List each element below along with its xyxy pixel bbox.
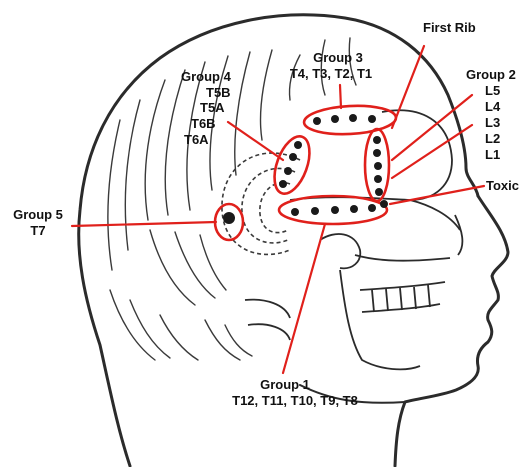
nasal-aperture xyxy=(455,215,462,255)
first-rib-label: First Rib xyxy=(423,21,476,35)
group3-dot-t2 xyxy=(349,114,357,122)
teeth-divider-5 xyxy=(428,285,430,307)
group1-dot-t9 xyxy=(350,205,358,213)
mandible-condyle xyxy=(320,234,360,268)
group3-title: Group 3 xyxy=(278,51,398,65)
group2-dot-l3 xyxy=(374,162,382,170)
hair-strokes xyxy=(108,38,356,360)
group3-dot-t4 xyxy=(313,117,321,125)
group1-dot-t10 xyxy=(331,206,339,214)
group4-dot-t5a xyxy=(289,153,297,161)
group1-dot-t8 xyxy=(368,204,376,212)
group4-t5b: T5B xyxy=(206,86,231,100)
teeth-divider-4 xyxy=(414,287,416,309)
group3-dot-t3 xyxy=(331,115,339,123)
group3-leader xyxy=(340,85,341,108)
upper-teeth-line xyxy=(360,282,445,290)
skull-features xyxy=(245,110,462,369)
group1-dot-t11 xyxy=(311,207,319,215)
group5-item: T7 xyxy=(4,224,72,238)
group2-l2: L2 xyxy=(485,132,500,146)
group4-t5a: T5A xyxy=(200,101,225,115)
group-outlines xyxy=(215,104,397,240)
group4-t6a: T6A xyxy=(184,133,209,147)
group2-title: Group 2 xyxy=(466,68,516,82)
maxilla-line xyxy=(355,255,450,261)
group2-dot-l5 xyxy=(373,136,381,144)
group2-l5: L5 xyxy=(485,84,500,98)
teeth-divider-1 xyxy=(372,290,374,312)
group1-items: T12, T11, T10, T9, T8 xyxy=(200,394,390,408)
group5-title: Group 5 xyxy=(4,208,72,222)
group2-dot-l1 xyxy=(375,188,383,196)
group2-dot-l4 xyxy=(373,149,381,157)
group4-title: Group 4 xyxy=(181,70,231,84)
group5-dot-t7 xyxy=(223,212,235,224)
group2-dot-l2 xyxy=(374,175,382,183)
group2-l1: L1 xyxy=(485,148,500,162)
toxic-label: Toxic xyxy=(486,179,519,193)
group4-oval xyxy=(268,132,317,199)
group4-dot-t5b xyxy=(294,141,302,149)
group4-dot-t6b xyxy=(284,167,292,175)
group2-l3: L3 xyxy=(485,116,500,130)
mandible-ramus xyxy=(340,270,420,369)
group3-dot-t1 xyxy=(368,115,376,123)
group1-title: Group 1 xyxy=(225,378,345,392)
group5-leader xyxy=(72,222,216,226)
group4-dot-t6a xyxy=(279,180,287,188)
cervical-vertebra-1 xyxy=(245,300,290,318)
group1-leader xyxy=(283,224,325,373)
face-profile xyxy=(395,196,508,466)
group2-l4: L4 xyxy=(485,100,500,114)
group4-leader xyxy=(228,122,283,160)
teeth-divider-3 xyxy=(400,288,402,310)
toxic-dot xyxy=(380,200,388,208)
toxic-leader xyxy=(390,186,484,204)
group4-t6b: T6B xyxy=(191,117,216,131)
group3-items: T4, T3, T2, T1 xyxy=(266,67,396,81)
group1-dot-t12 xyxy=(291,208,299,216)
cervical-vertebra-2 xyxy=(248,324,290,340)
teeth-divider-2 xyxy=(386,289,388,311)
